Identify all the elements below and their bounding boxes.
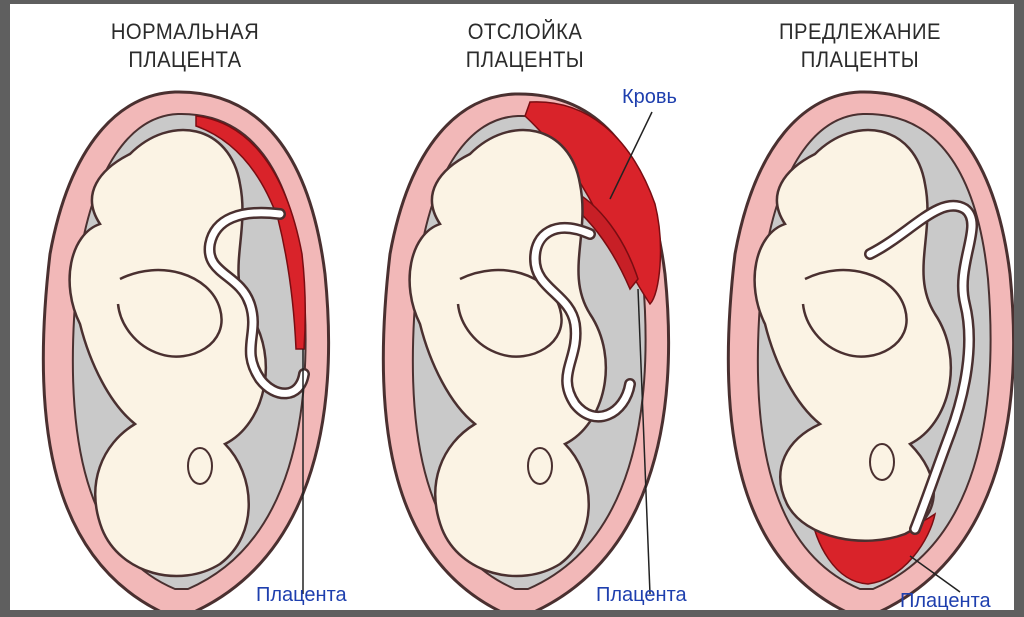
placenta-label-previa: Плацента xyxy=(900,590,991,610)
fetus-ear xyxy=(188,448,212,484)
panel-title-abruption: ОТСЛОЙКА ПЛАЦЕНТЫ xyxy=(415,18,636,74)
placenta-label-normal: Плацента xyxy=(256,584,347,607)
panel-title-normal: НОРМАЛЬНАЯ ПЛАЦЕНТА xyxy=(75,18,296,74)
placenta-label-abruption: Плацента xyxy=(596,584,687,607)
panel-placenta-previa xyxy=(728,92,1013,610)
panel-normal-placenta xyxy=(43,92,328,610)
title-line-1: ОТСЛОЙКА xyxy=(415,18,636,46)
title-line-2: ПЛАЦЕНТЫ xyxy=(415,46,636,74)
title-line-1: НОРМАЛЬНАЯ xyxy=(75,18,296,46)
diagram-frame: НОРМАЛЬНАЯ ПЛАЦЕНТА ОТСЛОЙКА ПЛАЦЕНТЫ ПР… xyxy=(10,4,1014,610)
panel-placental-abruption xyxy=(383,94,668,610)
placenta-diagram xyxy=(10,4,1014,610)
blood-label: Кровь xyxy=(622,86,677,109)
fetus-ear xyxy=(870,444,894,480)
title-line-2: ПЛАЦЕНТЫ xyxy=(750,46,971,74)
fetus-body xyxy=(755,130,951,541)
panel-title-previa: ПРЕДЛЕЖАНИЕ ПЛАЦЕНТЫ xyxy=(750,18,971,74)
title-line-2: ПЛАЦЕНТА xyxy=(75,46,296,74)
title-line-1: ПРЕДЛЕЖАНИЕ xyxy=(750,18,971,46)
fetus-body xyxy=(70,130,266,576)
fetus-ear xyxy=(528,448,552,484)
